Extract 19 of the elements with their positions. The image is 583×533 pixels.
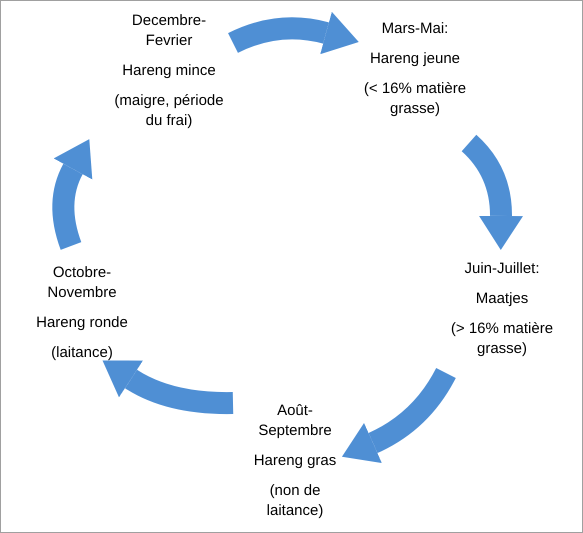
season-heading: Mars-Mai: — [382, 19, 448, 39]
season-heading: Août-Septembre — [257, 401, 333, 441]
herring-note: (maigre, période du frai) — [113, 91, 225, 131]
herring-type: Maatjes — [476, 289, 528, 309]
herring-type: Hareng jeune — [370, 49, 460, 69]
curved-arrow — [342, 368, 456, 463]
curved-arrow — [52, 138, 93, 250]
herring-note: (non de laitance) — [266, 481, 324, 521]
season-heading: Juin-Juillet: — [464, 259, 540, 279]
curved-arrow — [228, 12, 360, 54]
herring-type: Hareng mince — [122, 61, 216, 81]
herring-type: Hareng gras — [254, 451, 336, 471]
season-heading: Octobre-Novembre — [46, 263, 118, 303]
curved-arrow — [102, 360, 234, 414]
herring-note: (> 16% matière grasse) — [450, 319, 554, 359]
season-heading: Decembre-Fevrier — [130, 11, 208, 51]
herring-note: (laitance) — [51, 343, 113, 363]
herring-note: (< 16% matière grasse) — [362, 79, 468, 119]
herring-type: Hareng ronde — [36, 313, 128, 333]
